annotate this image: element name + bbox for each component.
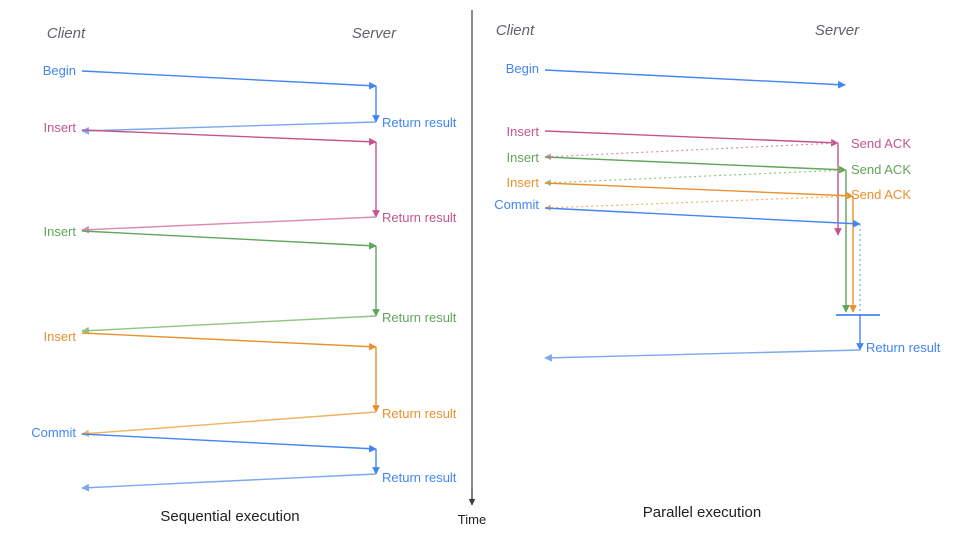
parallel-msg-4-commit-request-arrow: [544, 207, 861, 228]
parallel-msg-3-insert-ack-label: Send ACK: [851, 187, 911, 202]
parallel-msg-1-insert-label: Insert: [506, 124, 539, 139]
parallel-msg-2-insert-label: Insert: [506, 150, 539, 165]
parallel-msg-3-insert-request-arrow: [544, 182, 854, 200]
sequential-msg-4-commit-label: Commit: [31, 425, 76, 440]
parallel-msg-1-insert-request-arrow: [544, 130, 839, 147]
parallel-msg-4-commit-reply-arrow: [544, 349, 861, 362]
parallel-msg-4-commit-label: Commit: [494, 197, 539, 212]
sequential-msg-0-begin-reply-arrow: [81, 121, 377, 135]
sequential-msg-1-insert-request-arrow: [81, 129, 377, 146]
parallel-msg-3-insert-label: Insert: [506, 175, 539, 190]
sequential-msg-0-begin-label: Begin: [43, 63, 76, 78]
sequential-msg-0-begin-request-arrow: [81, 70, 377, 90]
parallel-client-lane-title: Client: [496, 22, 535, 39]
parallel-msg-4-commit-reply-label: Return result: [866, 340, 941, 355]
sequential-msg-3-insert-request-arrow: [81, 332, 377, 351]
parallel-msg-3-insert-ack-arrow: [544, 195, 854, 212]
parallel-msg-0-begin-request-arrow: [544, 69, 846, 89]
sequential-caption: Sequential execution: [160, 508, 299, 525]
parallel-msg-1-insert-ack-arrow: [544, 142, 839, 161]
sequential-msg-2-insert-label: Insert: [43, 224, 76, 239]
sequential-client-lane-title: Client: [47, 25, 86, 42]
sequential-msg-2-insert-reply-arrow: [81, 315, 377, 335]
parallel-msg-2-insert-ack-label: Send ACK: [851, 162, 911, 177]
parallel-caption: Parallel execution: [643, 504, 761, 521]
sequential-msg-1-insert-label: Insert: [43, 120, 76, 135]
sequential-msg-4-commit-request-arrow: [81, 433, 377, 453]
parallel-msg-1-insert-ack-label: Send ACK: [851, 136, 911, 151]
sequential-msg-1-insert-reply-label: Return result: [382, 210, 457, 225]
sequential-msg-2-insert-request-arrow: [81, 230, 377, 250]
sequential-msg-4-commit-reply-arrow: [81, 473, 377, 492]
sequential-msg-4-commit-reply-label: Return result: [382, 470, 457, 485]
time-axis-label: Time: [458, 512, 486, 527]
parallel-msg-0-begin-label: Begin: [506, 61, 539, 76]
sequential-msg-3-insert-reply-arrow: [81, 411, 377, 438]
parallel-server-lane-title: Server: [815, 22, 860, 39]
sequential-msg-1-insert-reply-arrow: [81, 216, 377, 234]
parallel-msg-2-insert-request-arrow: [544, 156, 847, 174]
sequential-msg-2-insert-reply-label: Return result: [382, 310, 457, 325]
parallel-msg-2-insert-ack-arrow: [544, 169, 847, 187]
flow-lines-layer: [81, 10, 880, 506]
sequential-msg-0-begin-reply-label: Return result: [382, 115, 457, 130]
sequential-msg-3-insert-label: Insert: [43, 329, 76, 344]
sequential-server-lane-title: Server: [352, 25, 397, 42]
sequential-msg-3-insert-reply-label: Return result: [382, 406, 457, 421]
